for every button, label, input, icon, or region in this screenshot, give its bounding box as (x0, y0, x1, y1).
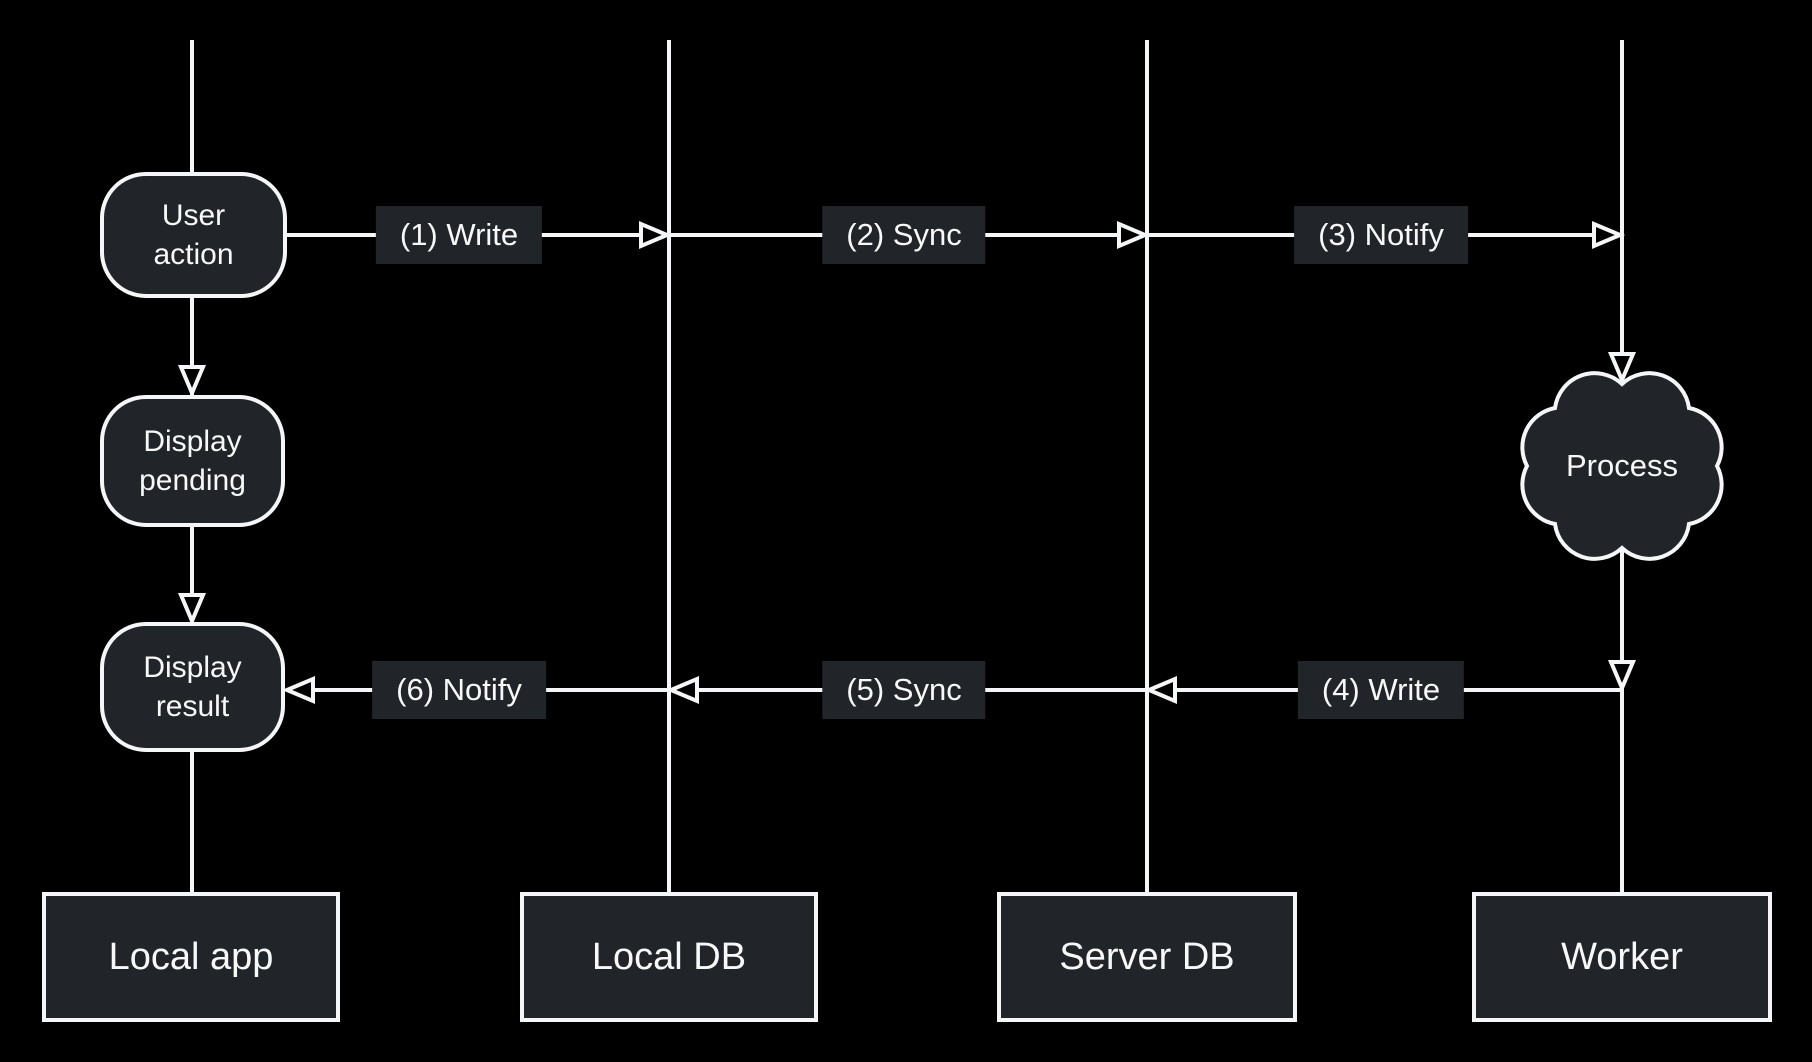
lane-box-server-db: Server DB (997, 892, 1297, 1022)
edge-label-5-sync: (5) Sync (822, 661, 986, 719)
arrowhead-left-icon (1143, 675, 1177, 705)
arrowhead-down-icon (1607, 660, 1637, 694)
lane-box-local-db: Local DB (520, 892, 818, 1022)
edge-label-1-write: (1) Write (375, 206, 543, 264)
arrowhead-left-icon (281, 675, 315, 705)
arrowhead-down-icon (1607, 352, 1637, 386)
lane-label: Server DB (1059, 935, 1235, 978)
cloud-process-label: Process (1566, 448, 1678, 483)
lane-label: Local DB (591, 935, 747, 978)
arrowhead-down-icon (177, 593, 207, 627)
arrowhead-right-icon (1592, 220, 1626, 250)
lane-box-worker: Worker (1472, 892, 1772, 1022)
edge-label-3-notify: (3) Notify (1294, 206, 1468, 264)
node-user-action: User action (100, 172, 287, 298)
arrowhead-left-icon (665, 675, 699, 705)
edge-label-4-write: (4) Write (1297, 661, 1465, 719)
lane-label: Local app (108, 935, 274, 978)
arrowhead-right-icon (1117, 220, 1151, 250)
lane-label: Worker (1561, 935, 1683, 978)
arrowhead-down-icon (177, 365, 207, 399)
cloud-shape (1520, 371, 1724, 561)
lane-box-local-app: Local app (42, 892, 340, 1022)
edge-label-2-sync: (2) Sync (822, 206, 986, 264)
edge-label-6-notify: (6) Notify (372, 661, 546, 719)
node-display-pending: Display pending (100, 395, 285, 527)
node-display-result: Display result (100, 622, 285, 752)
arrowhead-right-icon (639, 220, 673, 250)
